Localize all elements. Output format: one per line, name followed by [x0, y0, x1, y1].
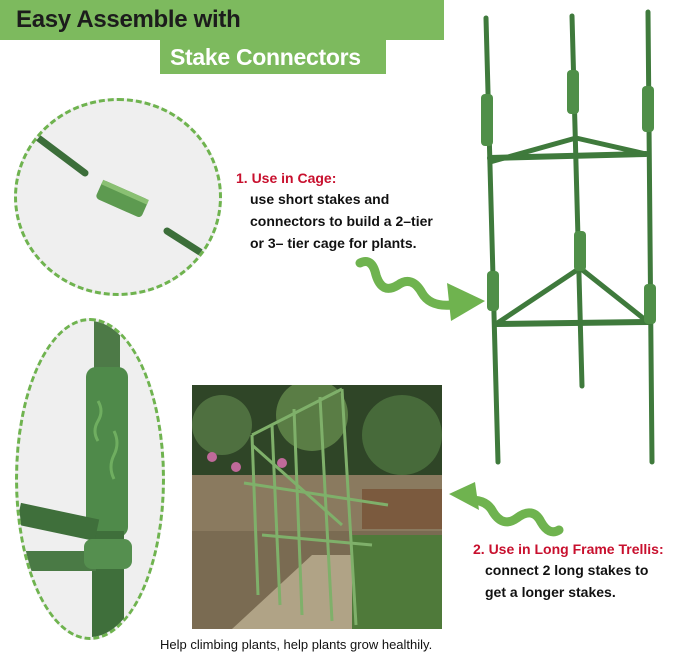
wavy-arrow-left-icon	[449, 482, 564, 537]
trellis-description-line: connect 2 long stakes to	[485, 562, 649, 578]
connector-closeup-image	[14, 98, 222, 296]
footer-caption: Help climbing plants, help plants grow h…	[160, 637, 433, 652]
cage-description-line: use short stakes and	[250, 191, 390, 207]
title-banner-bottom	[160, 40, 386, 74]
garden-trellis-photo	[192, 385, 442, 629]
garden-trellis-scene	[192, 385, 442, 629]
cage-description: use short stakes and connectors to build…	[250, 188, 433, 254]
cage-usage-label: 1. Use in Cage:	[236, 170, 337, 186]
cage-description-line: or 3– tier cage for plants.	[250, 235, 417, 251]
connector-illustration	[33, 133, 215, 263]
trellis-usage-label: 2. Use in Long Frame Trellis:	[473, 541, 664, 557]
cage-description-line: connectors to build a 2–tier	[250, 213, 433, 229]
tomato-cage-illustration	[481, 9, 656, 465]
stake-joint-illustration	[18, 321, 132, 637]
page-title-line1: Easy Assemble with	[16, 6, 241, 33]
title-banner-top	[0, 0, 444, 40]
trellis-description: connect 2 long stakes to get a longer st…	[485, 559, 648, 603]
wavy-arrow-right-icon	[355, 257, 485, 321]
stake-joint-closeup-image	[15, 318, 165, 640]
page-title-line2: Stake Connectors	[170, 44, 361, 70]
trellis-description-line: get a longer stakes.	[485, 584, 616, 600]
